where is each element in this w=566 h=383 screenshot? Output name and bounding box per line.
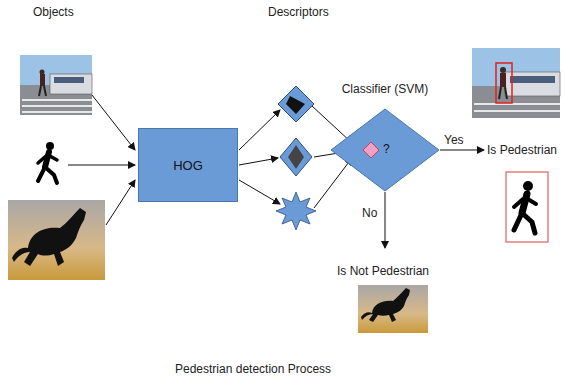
process-box: HOG xyxy=(138,128,238,202)
diamond-shape xyxy=(331,109,439,191)
detected-street-photo xyxy=(472,48,560,118)
branch-label: Yes xyxy=(444,133,464,147)
result-label: Is Not Pedestrian xyxy=(337,264,429,278)
flow-arrows xyxy=(68,95,484,248)
decision-heading: Classifier (SVM) xyxy=(328,82,442,96)
descriptor-shapes xyxy=(276,86,316,230)
detected-pedestrian-icon xyxy=(506,172,548,242)
box-text: HOG xyxy=(173,158,203,173)
rejected-horse-photo xyxy=(358,285,428,333)
street-photo xyxy=(20,55,92,115)
decision-diamond: Classifier (SVM)? xyxy=(330,82,440,192)
branch-label: No xyxy=(362,206,377,220)
caption: Pedestrian detection Process xyxy=(175,362,331,376)
column-heading: Descriptors xyxy=(268,5,329,19)
pedestrian-icon xyxy=(38,142,57,183)
column-heading: Objects xyxy=(33,5,74,19)
result-label: Is Pedestrian xyxy=(487,143,557,157)
decision-text: ? xyxy=(383,142,390,156)
descriptor-icon xyxy=(363,142,379,158)
horse-photo xyxy=(8,200,105,280)
